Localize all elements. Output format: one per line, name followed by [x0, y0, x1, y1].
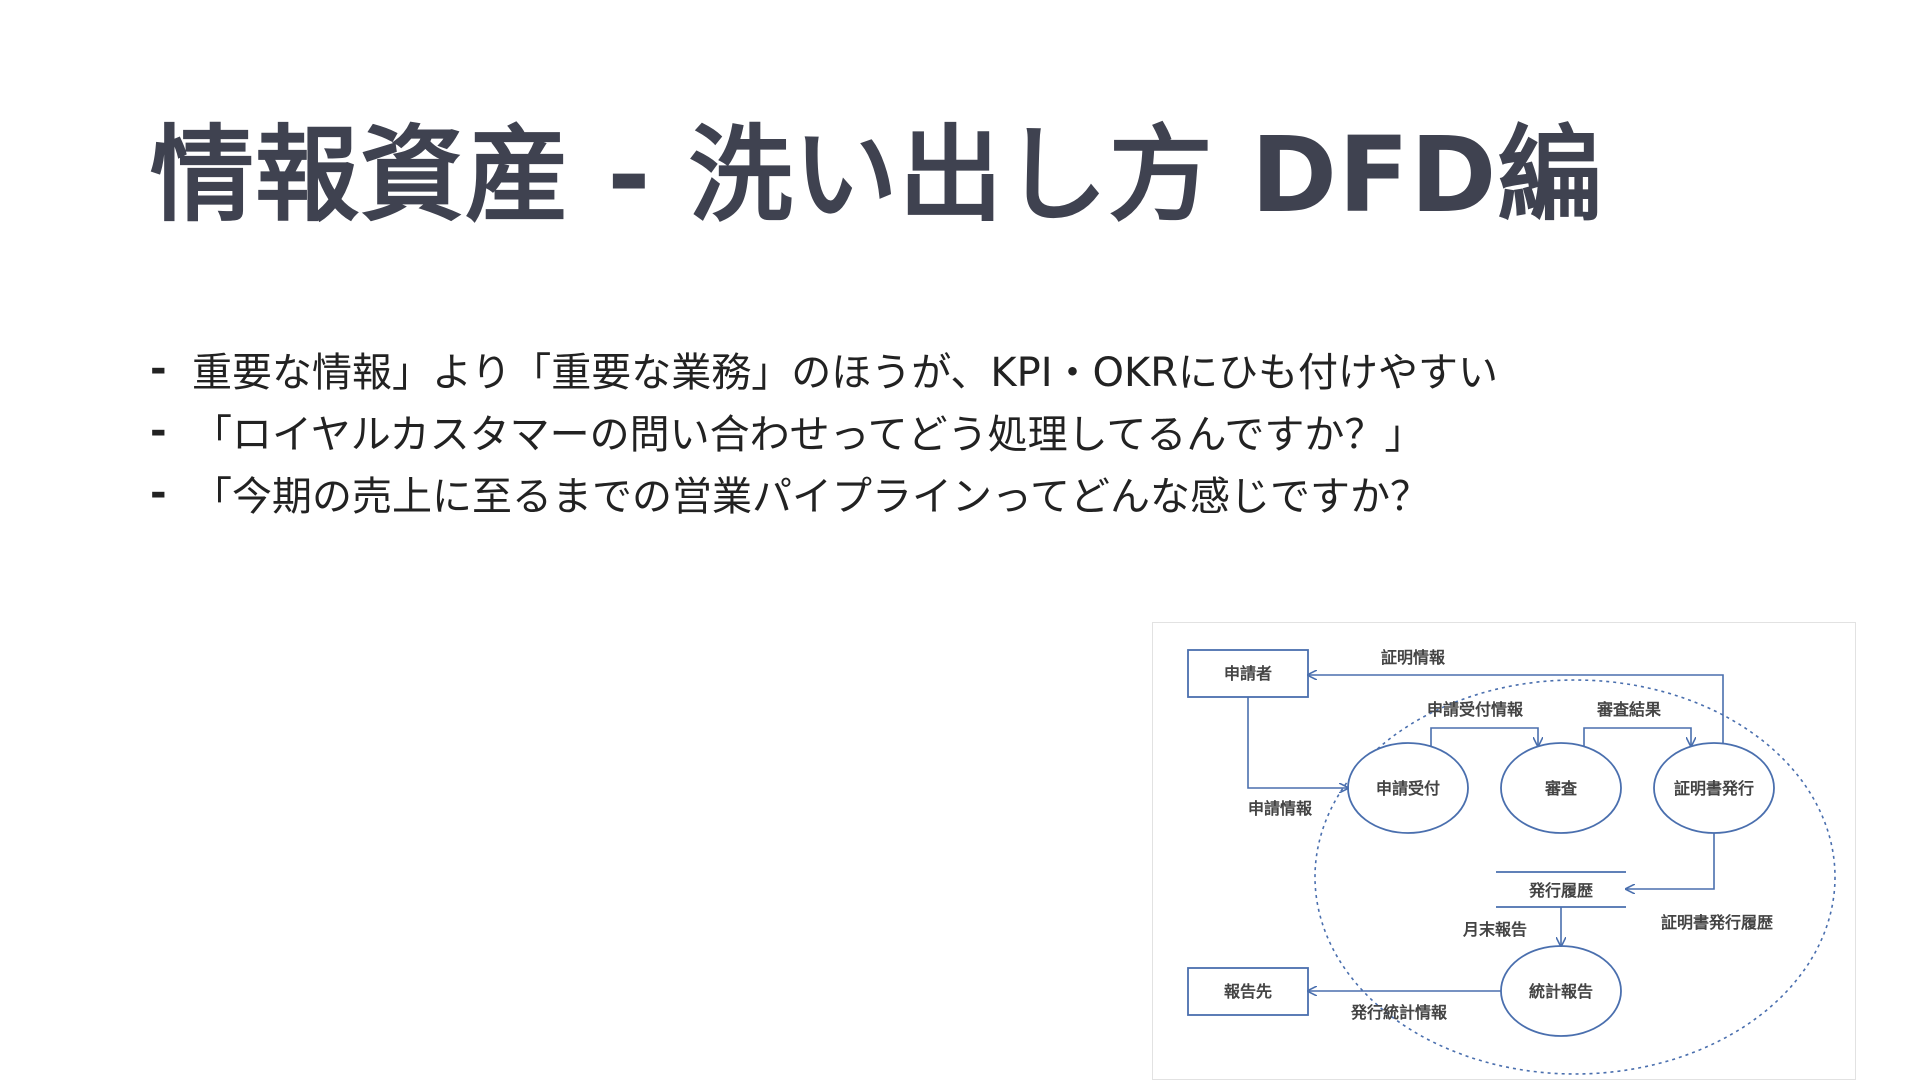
bullet-marker: - — [150, 408, 167, 454]
bullet-text: 重要な情報」より「重要な業務」のほうが、KPI・OKRにひも付けやすい — [192, 350, 1499, 396]
bullet-marker: - — [150, 346, 167, 392]
flow-review-result-label: 審査結果 — [1596, 700, 1661, 719]
process-issue-label: 証明書発行 — [1674, 779, 1754, 798]
entity-report-dest-label: 報告先 — [1224, 982, 1272, 1001]
flow-issue-history — [1626, 833, 1715, 889]
entity-report-dest-box — [1187, 967, 1309, 1016]
flow-monthly-report-label: 月末報告 — [1462, 920, 1527, 939]
flow-certificate-info — [1308, 675, 1724, 743]
flow-application-info — [1247, 697, 1348, 788]
process-review-label: 審査 — [1544, 779, 1577, 798]
process-receive-label: 申請受付 — [1376, 779, 1440, 798]
slide-title: 情報資産 - 洗い出し方 DFD編 — [150, 114, 1603, 236]
flow-receipt-info-label: 申請受付情報 — [1427, 700, 1524, 719]
dfd-diagram: 申請者 報告先 申請受付 審査 証明書発行 統計報告 発行履歴 証明情報 申請情… — [1152, 622, 1856, 1080]
bullet-text: 「今期の売上に至るまでの営業パイプラインってどんな感じですか？ — [192, 474, 1430, 520]
process-stats-label: 統計報告 — [1529, 982, 1593, 1001]
flow-issue-history-label: 証明書発行履歴 — [1661, 913, 1773, 932]
flow-receipt-info — [1430, 727, 1538, 746]
dfd-svg: 申請者 報告先 申請受付 審査 証明書発行 統計報告 発行履歴 証明情報 申請情… — [1187, 648, 1836, 1075]
flow-review-result — [1583, 727, 1691, 746]
flow-issue-stats-label: 発行統計情報 — [1350, 1003, 1448, 1022]
bullet-item: - 「ロイヤルカスタマーの問い合わせってどう処理してるんですか？」 — [150, 400, 1498, 462]
process-review — [1500, 742, 1622, 834]
system-boundary — [1314, 679, 1836, 1075]
bullet-list: - 重要な情報」より「重要な業務」のほうが、KPI・OKRにひも付けやすい - … — [150, 338, 1498, 524]
datastore-label: 発行履歴 — [1528, 881, 1593, 900]
bullet-item: - 重要な情報」より「重要な業務」のほうが、KPI・OKRにひも付けやすい — [150, 338, 1498, 400]
flow-certificate-info-label: 証明情報 — [1381, 648, 1446, 667]
entity-applicant-label: 申請者 — [1224, 664, 1272, 683]
bullet-marker: - — [150, 470, 167, 516]
bullet-item: - 「今期の売上に至るまでの営業パイプラインってどんな感じですか？ — [150, 462, 1498, 524]
flow-application-info-label: 申請情報 — [1248, 799, 1313, 818]
bullet-text: 「ロイヤルカスタマーの問い合わせってどう処理してるんですか？」 — [192, 412, 1425, 458]
